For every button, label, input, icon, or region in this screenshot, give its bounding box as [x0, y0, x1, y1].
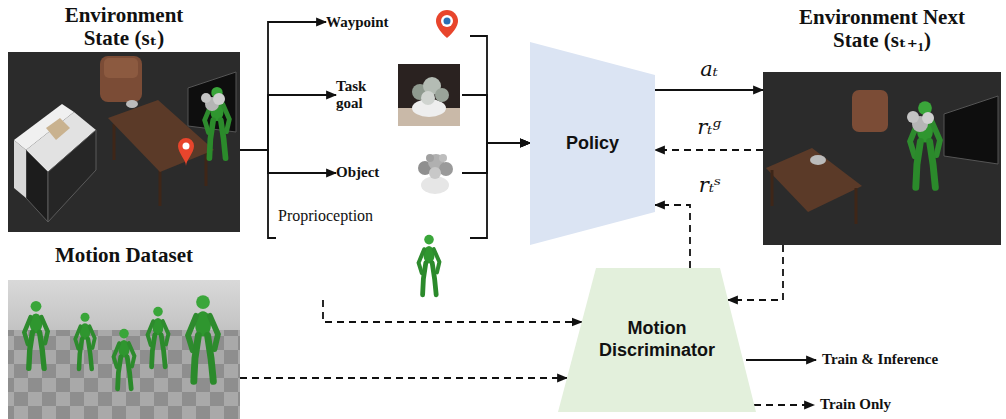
- solid-connector: [240, 150, 336, 173]
- scene-panel: Environment Next State (sₜ₊₁): [763, 72, 1001, 245]
- trapezoid-fill: [530, 42, 655, 245]
- legend-samples: [746, 360, 816, 405]
- solid-connector: [240, 150, 276, 238]
- heading-wrap: Motion Dataset: [8, 244, 240, 267]
- legend-text: Train & Inference: [822, 351, 938, 368]
- solid-connector: [462, 95, 530, 143]
- edge-label: aₜ: [698, 58, 720, 81]
- input-item: Waypoint: [326, 6, 470, 40]
- dashed-connector: [728, 245, 783, 300]
- panel-heading: Environment Next State (sₜ₊₁): [782, 6, 982, 51]
- solid-connector: [470, 36, 530, 143]
- dashed-connector: [323, 300, 582, 322]
- trapezoid-fill: [558, 268, 756, 412]
- item-label: Proprioception: [278, 207, 470, 225]
- legend-text: Train Only: [820, 396, 891, 413]
- figure-icon: [392, 234, 466, 298]
- item-label: Task goal: [336, 78, 392, 113]
- state-scene: [8, 52, 240, 232]
- scene-panel: Motion Dataset: [8, 280, 240, 419]
- solid-connector: [462, 143, 530, 173]
- edge-label: rₜˢ: [697, 174, 723, 197]
- discriminator-trapezoid: Motion Discriminator: [558, 268, 756, 412]
- input-item: Object: [336, 148, 462, 198]
- solid-connector: [470, 143, 530, 238]
- heading-wrap: Environment State (sₜ): [8, 4, 240, 49]
- edge-label: rₜᵍ: [695, 116, 723, 139]
- pin-icon: [434, 8, 460, 40]
- goal-icon: [398, 64, 460, 126]
- panel-heading: Environment State (sₜ): [44, 4, 204, 49]
- input-item: Proprioception: [276, 204, 470, 300]
- scene-panel: Environment State (sₜ): [8, 52, 240, 232]
- dashed-connector: [655, 205, 690, 268]
- shape-label: Policy: [566, 133, 619, 155]
- dashed-connector: [655, 149, 763, 151]
- item-label: Waypoint: [326, 14, 389, 31]
- item-label: Object: [336, 164, 379, 181]
- obj-icon: [410, 150, 460, 196]
- dashed-connector: [240, 377, 567, 379]
- motion-dataset-scene: [8, 280, 240, 419]
- solid-connector: [655, 89, 763, 91]
- shape-label: Motion Discriminator: [572, 318, 742, 361]
- input-item: Task goal: [336, 62, 462, 128]
- policy-trapezoid: Policy: [530, 42, 655, 245]
- next-state-scene: [763, 72, 1001, 245]
- heading-wrap: Environment Next State (sₜ₊₁): [763, 6, 1001, 51]
- solid-connector: [240, 22, 326, 150]
- solid-connector: [240, 95, 336, 150]
- panel-heading: Motion Dataset: [55, 244, 193, 267]
